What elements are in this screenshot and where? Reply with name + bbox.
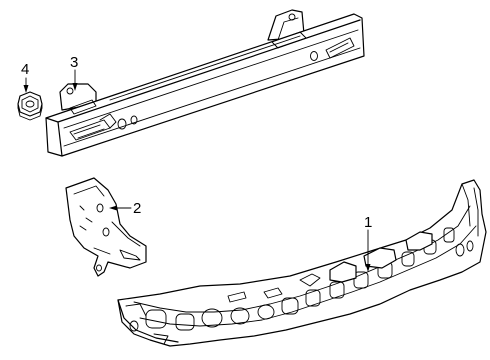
svg-text:2: 2 [133, 200, 141, 217]
svg-text:1: 1 [364, 214, 372, 231]
bracket [65, 177, 147, 277]
callout-1: 1 [364, 214, 372, 272]
energy-absorber [117, 179, 487, 347]
svg-text:4: 4 [21, 61, 29, 78]
callout-3: 3 [70, 54, 78, 91]
reinforcement-bar [45, 9, 365, 157]
svg-text:3: 3 [70, 54, 78, 71]
nut [17, 91, 43, 121]
callout-2: 2 [109, 200, 141, 217]
callout-4: 4 [21, 61, 29, 93]
